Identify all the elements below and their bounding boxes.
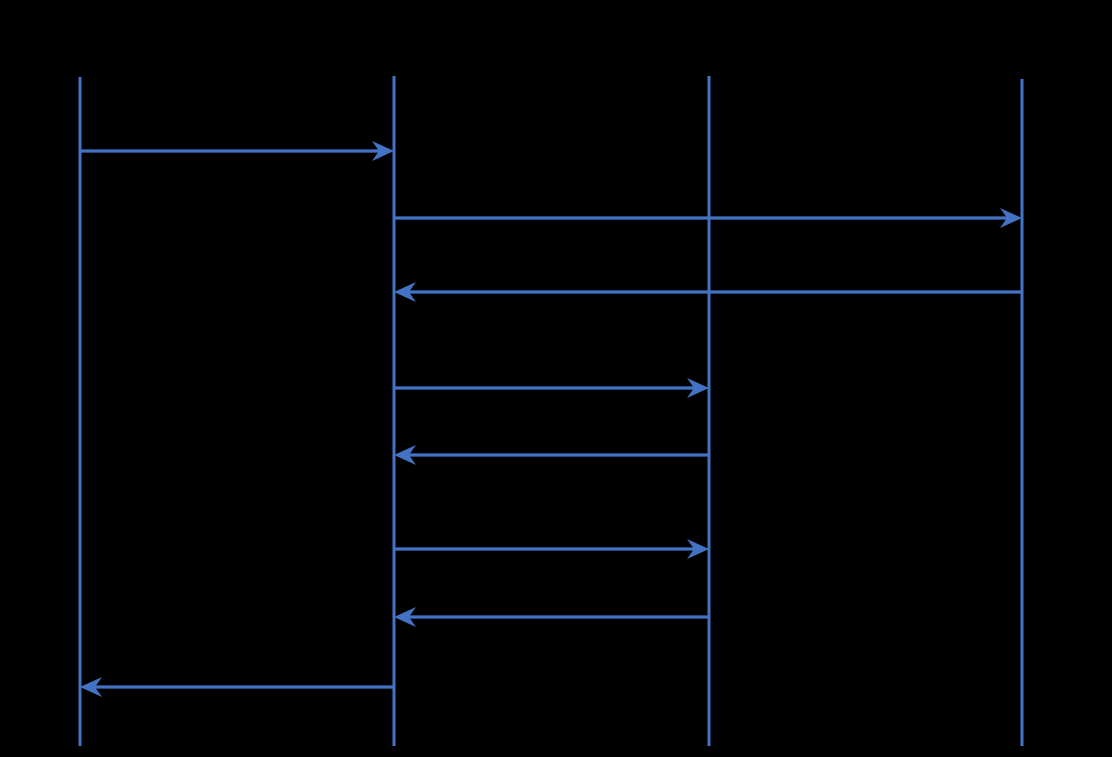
message-2-arrowhead [1000, 208, 1022, 228]
message-4-arrowhead [687, 378, 709, 398]
message-6-arrowhead [687, 539, 709, 559]
message-1-arrowhead [372, 141, 394, 161]
message-3-arrowhead [394, 282, 416, 302]
message-7-arrowhead [394, 607, 416, 627]
message-5-arrowhead [394, 445, 416, 465]
message-8-arrowhead [80, 677, 102, 697]
